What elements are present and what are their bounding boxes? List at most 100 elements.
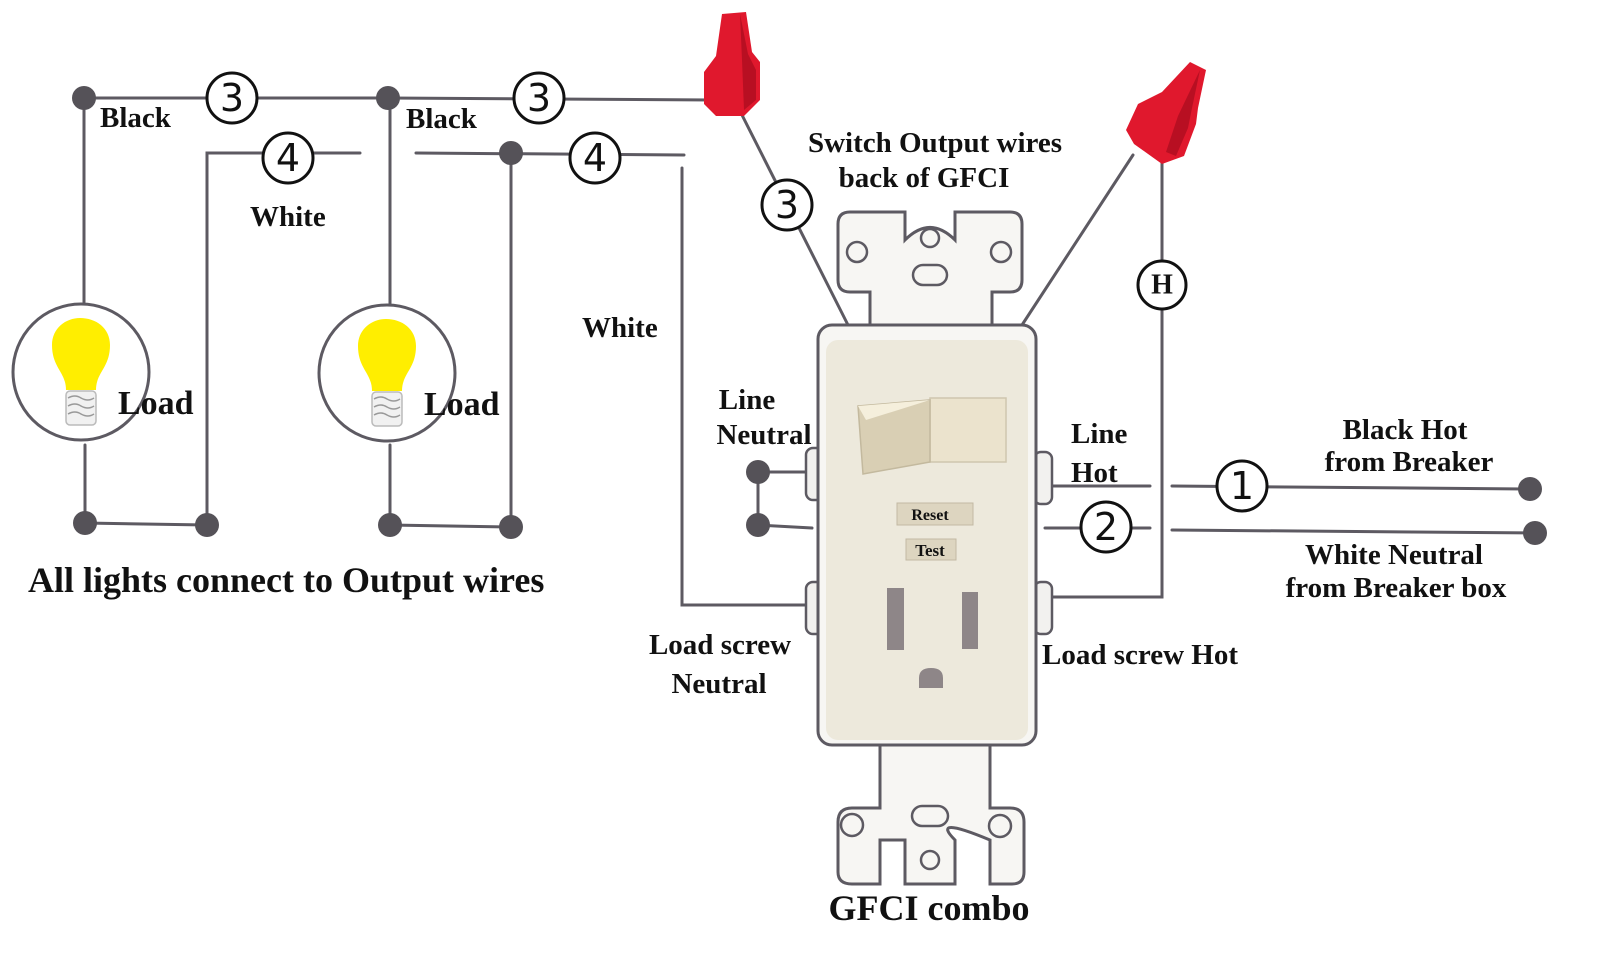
reset-button-label: Reset [911, 507, 949, 524]
bulb-glass [358, 319, 416, 391]
badge-line-neutral: 2 [1079, 500, 1133, 554]
badge-hot: H [1136, 259, 1188, 311]
diagram-title: GFCI combo [829, 888, 1030, 928]
strap-hole [839, 812, 865, 838]
badge-number: 4 [583, 136, 607, 180]
rocker-switch[interactable] [857, 397, 1007, 475]
badge-black-run-2: 3 [512, 71, 566, 125]
badge-line-hot: 1 [1215, 459, 1269, 513]
junction-node [499, 515, 523, 539]
label-load-screw-neutral-2: Neutral [671, 668, 766, 700]
breaker-neutral-terminal [1523, 521, 1547, 545]
badge-circle [1079, 500, 1133, 554]
strap-hole [919, 227, 941, 249]
label-switch-output-2: back of GFCI [839, 162, 1010, 194]
label-switch-output-1: Switch Output wires [808, 127, 1062, 159]
badge-circle [568, 131, 622, 185]
label-load-2: Load [424, 386, 500, 423]
junction-node [378, 513, 402, 537]
receptacle-outlet [887, 588, 978, 688]
label-load-screw-hot: Load screw Hot [1042, 639, 1238, 671]
reset-button[interactable]: Reset [896, 502, 974, 526]
label-black-hot-1: Black Hot [1343, 414, 1468, 446]
label-load-1: Load [118, 385, 194, 422]
wire-nut-shade [1166, 70, 1200, 156]
wire-nut-icon-right [1126, 62, 1206, 164]
badge-black-run-1: 3 [205, 71, 259, 125]
light-bulb-icon [52, 318, 110, 426]
test-button[interactable]: Test [905, 538, 957, 561]
rocker-right-half[interactable] [929, 397, 1007, 463]
rocker-highlight [858, 400, 930, 420]
badge-number: 1 [1230, 464, 1254, 508]
label-white-neutral-1: White Neutral [1305, 539, 1483, 571]
label-white-neutral-2: from Breaker box [1286, 572, 1507, 604]
caption-left: All lights connect to Output wires [28, 560, 544, 600]
badge-white-run-1: 4 [261, 131, 315, 185]
label-line-neutral-1: Line [719, 384, 776, 416]
wire-nut-icon-left [704, 12, 760, 116]
label-black-hot-2: from Breaker [1325, 446, 1494, 478]
lamp-2 [317, 303, 457, 443]
badge-circle [760, 178, 814, 232]
junctions [72, 86, 1547, 545]
badges: 3 3 4 4 3 H 1 2 [205, 71, 1269, 554]
wire-nut-shade [740, 14, 756, 110]
bulb-glass [52, 318, 110, 390]
strap-hole [989, 240, 1013, 264]
junction-node [376, 86, 400, 110]
strap-slot [911, 263, 949, 287]
test-button-label: Test [915, 541, 945, 560]
badge-number: 4 [276, 136, 300, 180]
lamp-1 [11, 302, 151, 442]
strap-slot [910, 804, 950, 828]
label-white-1: White [250, 201, 326, 233]
badge-circle [205, 71, 259, 125]
label-line-neutral-2: Neutral [716, 419, 811, 451]
wire-nut-body [1126, 62, 1206, 164]
badge-switch-output: 3 [760, 178, 814, 232]
bulb-thread [67, 395, 95, 417]
badge-number: 3 [527, 76, 551, 120]
label-load-screw-neutral-1: Load screw [649, 629, 791, 661]
white-neutral-from-breaker [1170, 528, 1537, 535]
test-button-face[interactable] [905, 538, 957, 561]
badge-white-run-2: 4 [568, 131, 622, 185]
label-line-hot-1: Line [1071, 418, 1128, 450]
switch-output-wire-right [1020, 153, 1135, 327]
outlet-ground-hole [919, 668, 943, 688]
outlet-slot-hot [962, 592, 978, 649]
junction-node [195, 513, 219, 537]
junction-node [746, 460, 770, 484]
outlet-slot-neutral [887, 588, 904, 650]
gfci-combo-device: Reset Test [804, 210, 1054, 886]
junction-node [72, 86, 96, 110]
white-wire-to-load-neutral [680, 166, 814, 607]
lamp1-neutral-wire [83, 443, 209, 527]
badge-number: 2 [1094, 505, 1118, 549]
badge-circle [1136, 259, 1188, 311]
strap-hole [987, 813, 1013, 839]
label-black-2: Black [406, 103, 478, 135]
badge-letter: H [1151, 270, 1173, 301]
strap-hole [845, 240, 869, 264]
lamp2-neutral-wire [388, 443, 513, 529]
strap-hole [919, 849, 941, 871]
junction-node [746, 513, 770, 537]
light-bulb-icon [358, 319, 416, 427]
badge-circle [1215, 459, 1269, 513]
junction-node [499, 141, 523, 165]
bulb-thread [373, 396, 401, 418]
reset-button-face[interactable] [896, 502, 974, 526]
wires [82, 96, 1537, 607]
junction-node [73, 511, 97, 535]
breaker-hot-terminal [1518, 477, 1542, 501]
white-wire-2-top [414, 151, 686, 157]
labels: Black Black White White Load Load Switch… [28, 102, 1507, 928]
label-white-2: White [582, 312, 658, 344]
badge-circle [512, 71, 566, 125]
badge-number: 3 [775, 183, 799, 227]
label-black-1: Black [100, 102, 172, 134]
label-line-hot-2: Hot [1071, 457, 1118, 489]
badge-number: 3 [220, 76, 244, 120]
